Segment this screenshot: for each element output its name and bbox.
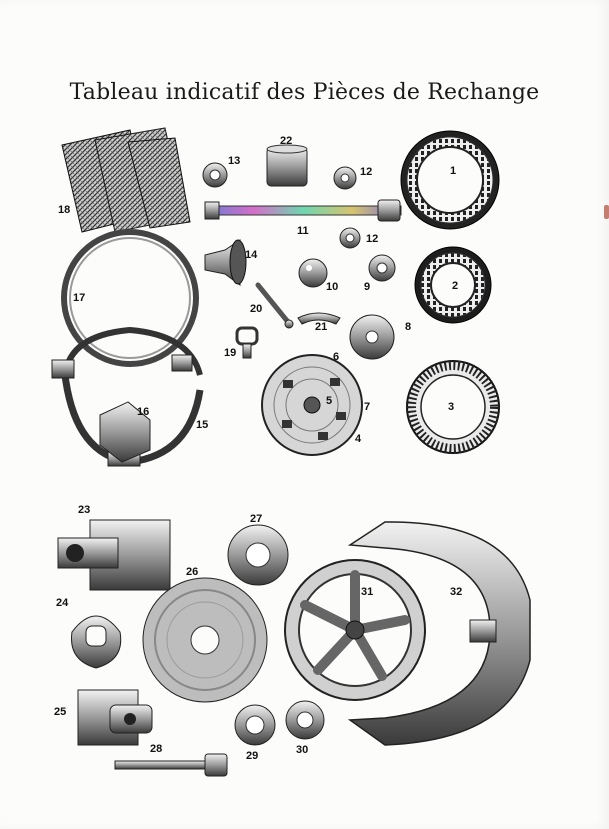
part-label-25: 25: [54, 706, 66, 718]
part-32-frame: [347, 521, 531, 746]
part-label-18: 18: [58, 204, 70, 216]
part-14-cone: [204, 239, 247, 286]
part-9-nut: [368, 254, 396, 282]
part-label-6: 6: [333, 351, 339, 363]
part-label-31: 31: [361, 586, 373, 598]
part-label-24: 24: [56, 597, 69, 609]
part-28-bolt: [114, 753, 228, 777]
part-label-30: 30: [296, 744, 308, 756]
part-label-26: 26: [186, 566, 198, 578]
part-26-wheel: [142, 577, 268, 703]
part-21-bracket: [297, 312, 341, 325]
part-25-block: [77, 689, 153, 746]
part-29-washer: [234, 704, 276, 746]
part-label-17: 17: [73, 292, 85, 304]
page-title: Tableau indicatif des Pièces de Rechange: [69, 80, 540, 105]
part-label-29: 29: [246, 750, 258, 762]
part-18-belts: [61, 127, 191, 233]
part-label-2: 2: [452, 280, 458, 292]
part-label-27: 27: [250, 513, 262, 525]
part-labels: 1 2 3 4 5 6 7 8 9 10 11 12 12 13 14 15 1…: [54, 135, 462, 762]
part-label-19: 19: [224, 347, 236, 359]
part-22-sleeve: [266, 144, 308, 187]
part-label-10: 10: [326, 281, 338, 293]
part-label-21: 21: [315, 321, 327, 333]
part-12a-bearing: [333, 166, 357, 190]
part-label-32: 32: [450, 586, 462, 598]
part-13-bearing: [202, 162, 228, 188]
part-label-12b: 12: [366, 233, 378, 245]
part-8-disc: [349, 314, 395, 360]
part-27-bearing: [227, 524, 289, 586]
part-3-cage: [406, 360, 500, 454]
part-label-23: 23: [78, 504, 90, 516]
part-31-flywheel: [284, 559, 426, 701]
part-4-chuck: [261, 354, 363, 456]
part-label-14: 14: [245, 249, 258, 261]
part-10-knob: [298, 258, 328, 288]
part-2-bearing: [414, 246, 492, 324]
part-19-key: [235, 326, 259, 359]
part-label-16: 16: [137, 406, 149, 418]
part-24-plate: [71, 615, 122, 669]
part-label-12a: 12: [360, 166, 372, 178]
part-label-1: 1: [450, 165, 456, 177]
part-label-22: 22: [280, 135, 292, 147]
part-label-13: 13: [228, 155, 240, 167]
part-label-5: 5: [326, 395, 332, 407]
part-label-20: 20: [250, 303, 262, 315]
part-20-lever: [255, 282, 294, 329]
part-label-28: 28: [150, 743, 162, 755]
part-label-8: 8: [405, 321, 411, 333]
part-1-bearing: [400, 130, 500, 230]
part-label-4: 4: [355, 433, 362, 445]
part-label-11: 11: [297, 225, 309, 237]
part-30-washer: [285, 700, 325, 740]
part-label-15: 15: [196, 419, 208, 431]
part-11-shaft: [204, 199, 402, 222]
part-16-block: [99, 401, 151, 463]
part-label-3: 3: [448, 401, 454, 413]
part-17-ring: [61, 229, 199, 367]
part-label-9: 9: [364, 281, 370, 293]
paper-stain: [604, 205, 609, 219]
part-23-pillow-block: [57, 519, 171, 591]
part-label-7: 7: [364, 401, 370, 413]
part-12b-bearing: [339, 227, 361, 249]
